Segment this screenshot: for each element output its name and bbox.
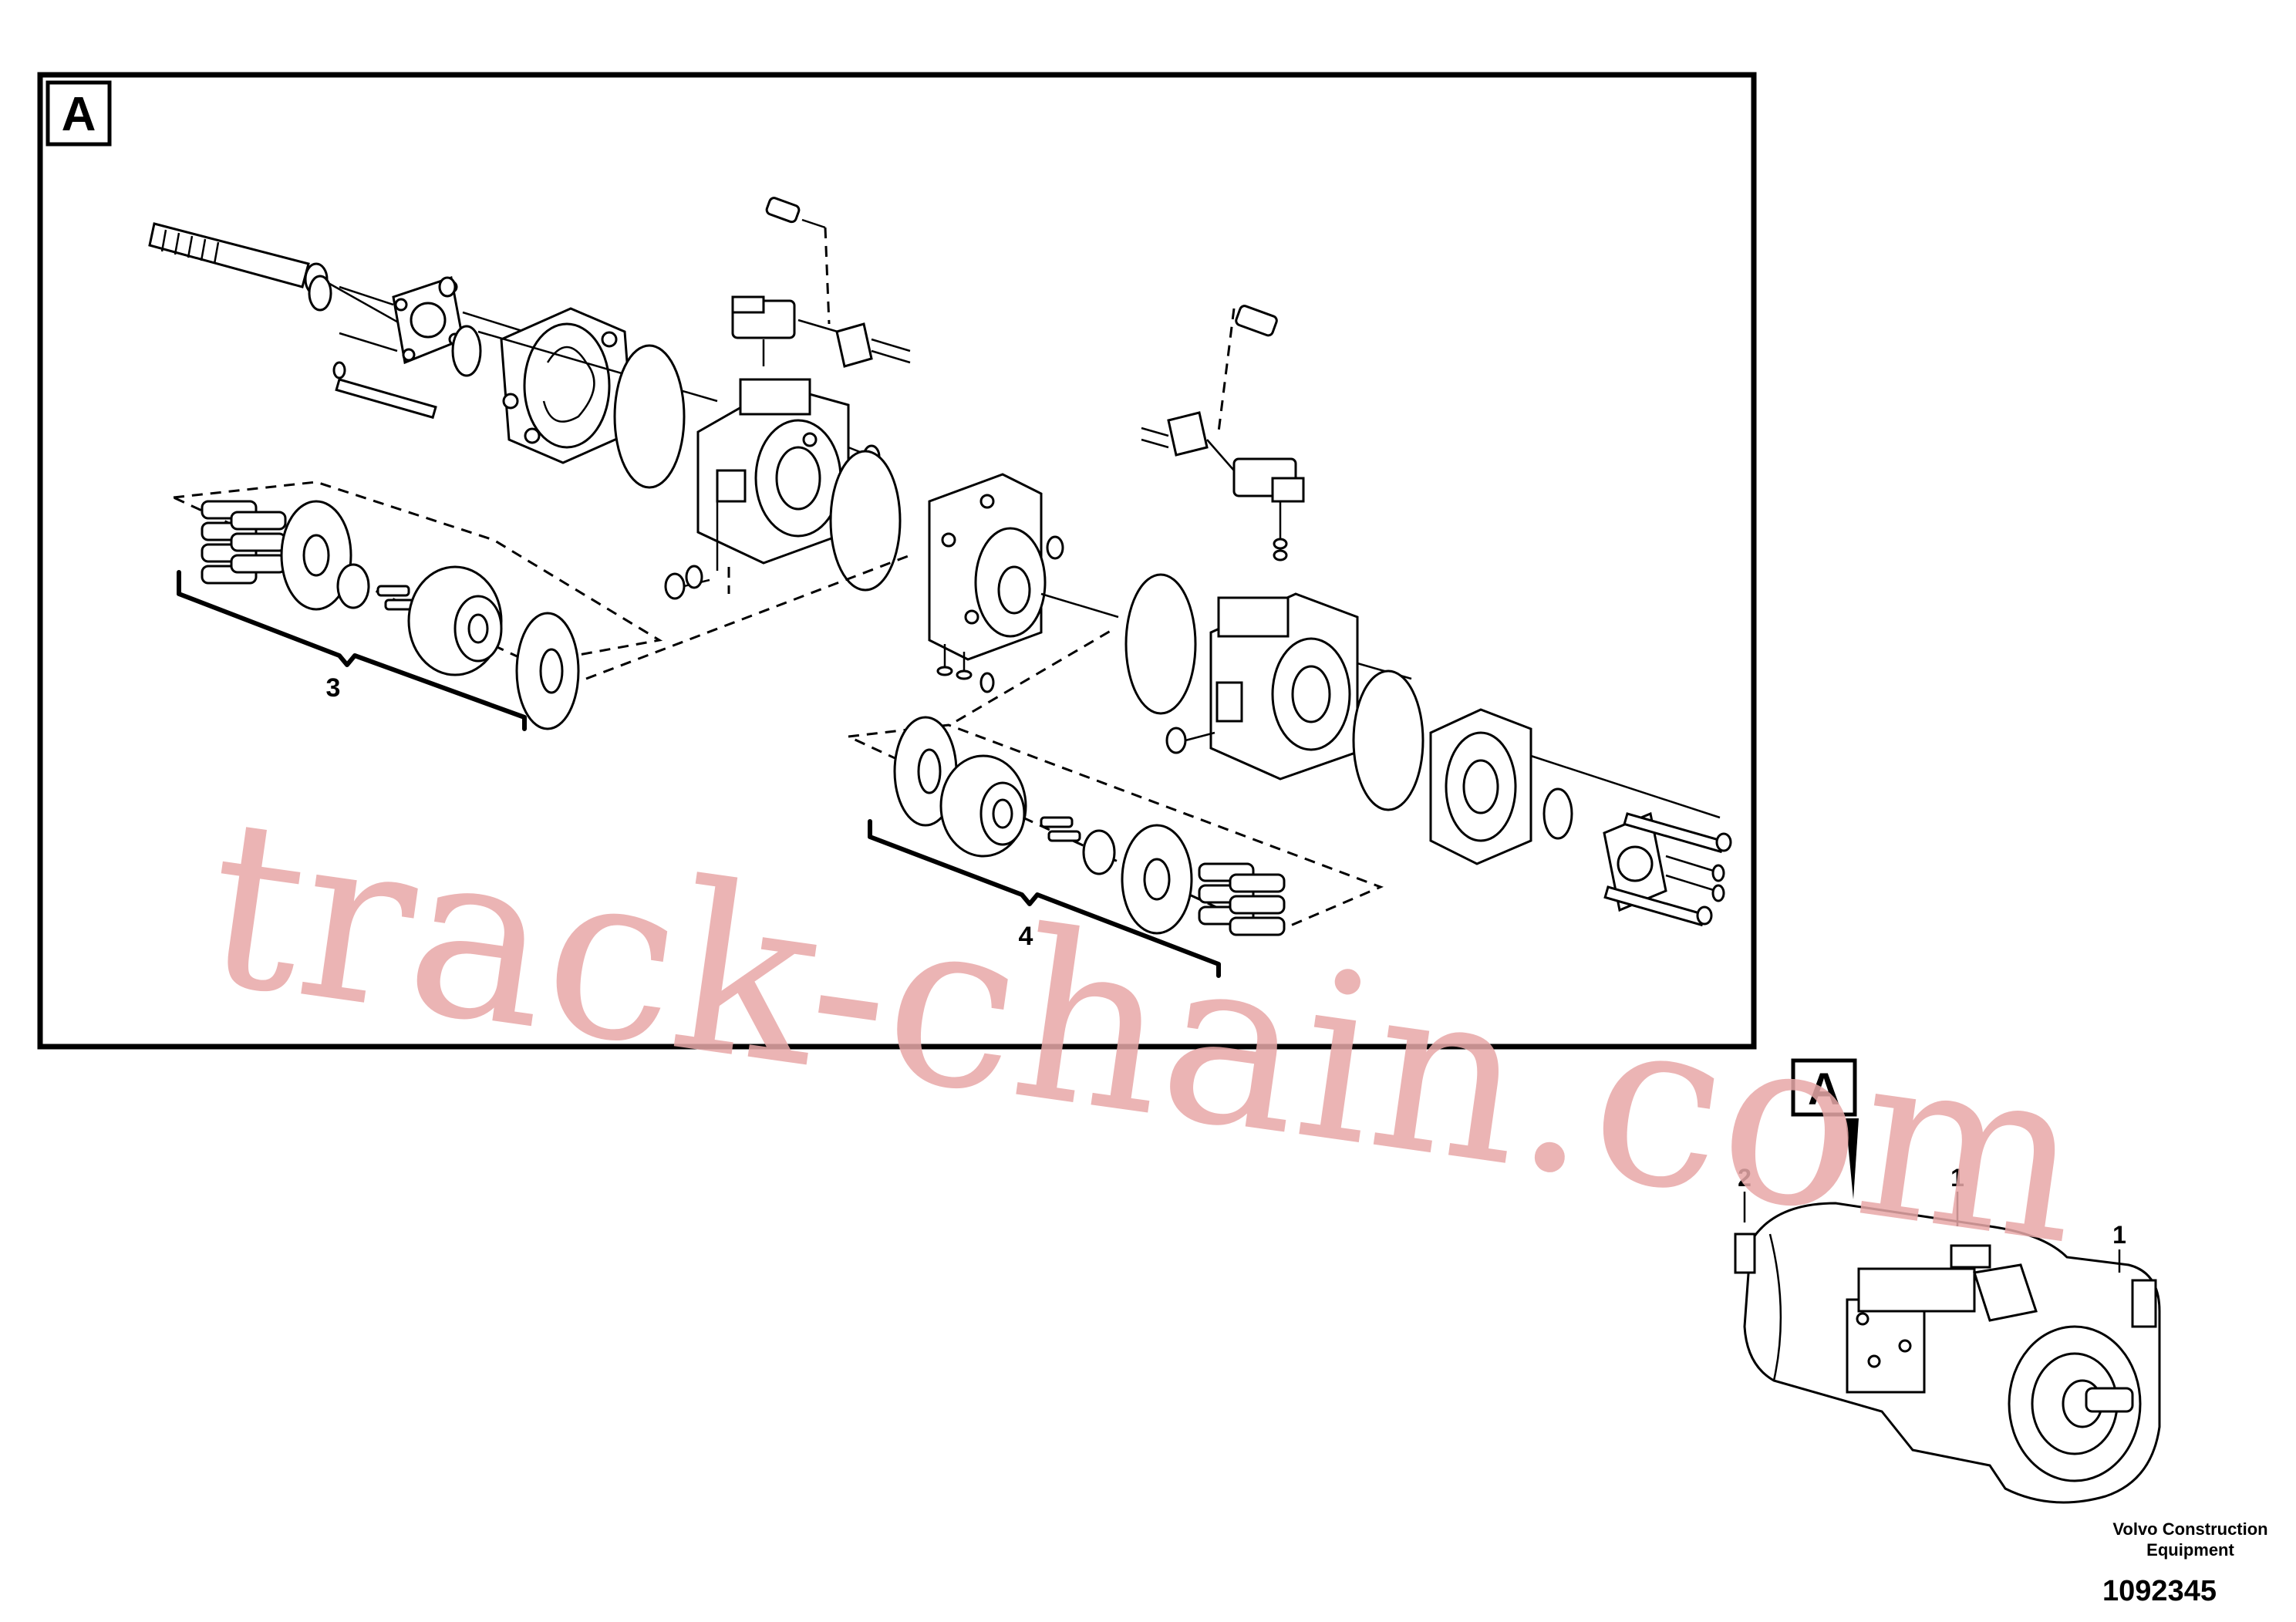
o-ring-1 bbox=[451, 325, 482, 377]
o-ring-6 bbox=[1542, 787, 1573, 840]
plug-left bbox=[664, 501, 719, 600]
drawing-number: 1092345 bbox=[2102, 1575, 2217, 1607]
detail-frame bbox=[37, 72, 1757, 1050]
o-ring-4 bbox=[1124, 573, 1197, 715]
rear-housing bbox=[1165, 592, 1412, 781]
callout-4: 4 bbox=[1019, 922, 1033, 951]
valve-plate-left bbox=[515, 612, 580, 730]
footer: Volvo Construction Equipment 1092345 bbox=[2102, 1519, 2268, 1607]
retainer-plate-right bbox=[1121, 824, 1193, 935]
spring-set-left bbox=[376, 585, 418, 611]
sensor-bracket-right bbox=[1141, 411, 1235, 471]
center-block bbox=[585, 473, 1119, 693]
overview-view: A 2 1 1 bbox=[1734, 1058, 2161, 1504]
brace-4 bbox=[868, 819, 1221, 978]
rear-cover-plate bbox=[1603, 811, 1725, 912]
company-name-line2: Equipment bbox=[2146, 1540, 2234, 1560]
spherical-bushing-left bbox=[336, 563, 370, 609]
sensor-bracket-left bbox=[835, 322, 911, 368]
rotary-group-4: 4 bbox=[848, 627, 1384, 978]
solenoid-valve-right bbox=[1232, 457, 1305, 561]
o-ring-2 bbox=[613, 344, 686, 489]
detail-label-box bbox=[46, 80, 112, 147]
front-housing bbox=[477, 307, 718, 464]
cylinder-block-left bbox=[407, 565, 503, 676]
detail-view: A bbox=[37, 72, 1757, 1050]
detail-label: A bbox=[62, 88, 96, 141]
cylinder-block-right bbox=[939, 754, 1027, 858]
spherical-bushing-right bbox=[1082, 829, 1116, 875]
brace-3 bbox=[177, 570, 527, 731]
connector-right bbox=[1217, 305, 1278, 433]
spring-set-right bbox=[1040, 816, 1081, 842]
overview-label: A bbox=[1808, 1064, 1840, 1114]
connector-left bbox=[765, 197, 831, 325]
overview-label-box bbox=[1791, 1058, 1857, 1117]
cover-plate bbox=[339, 276, 525, 365]
piston-set-left bbox=[201, 500, 287, 585]
o-ring-5 bbox=[1352, 669, 1424, 811]
shaft bbox=[148, 222, 402, 325]
callout-3: 3 bbox=[326, 673, 341, 703]
bolts-left bbox=[332, 276, 457, 420]
retainer-plate-left bbox=[280, 500, 352, 611]
callout-1-top: 1 bbox=[1950, 1164, 1964, 1192]
rotary-group-3: 3 bbox=[173, 481, 663, 731]
overview-pointer bbox=[1846, 1118, 1859, 1199]
o-ring-3 bbox=[829, 450, 902, 592]
company-name-line1: Volvo Construction bbox=[2112, 1519, 2267, 1539]
rear-flange bbox=[1429, 708, 1721, 865]
callout-2: 2 bbox=[1738, 1164, 1752, 1192]
piston-set-right bbox=[1198, 862, 1286, 936]
seal-ring bbox=[308, 275, 332, 312]
bolts-right bbox=[1603, 812, 1732, 927]
pump-assembly-overview bbox=[1734, 1202, 2161, 1504]
callout-1-right: 1 bbox=[2112, 1221, 2126, 1249]
